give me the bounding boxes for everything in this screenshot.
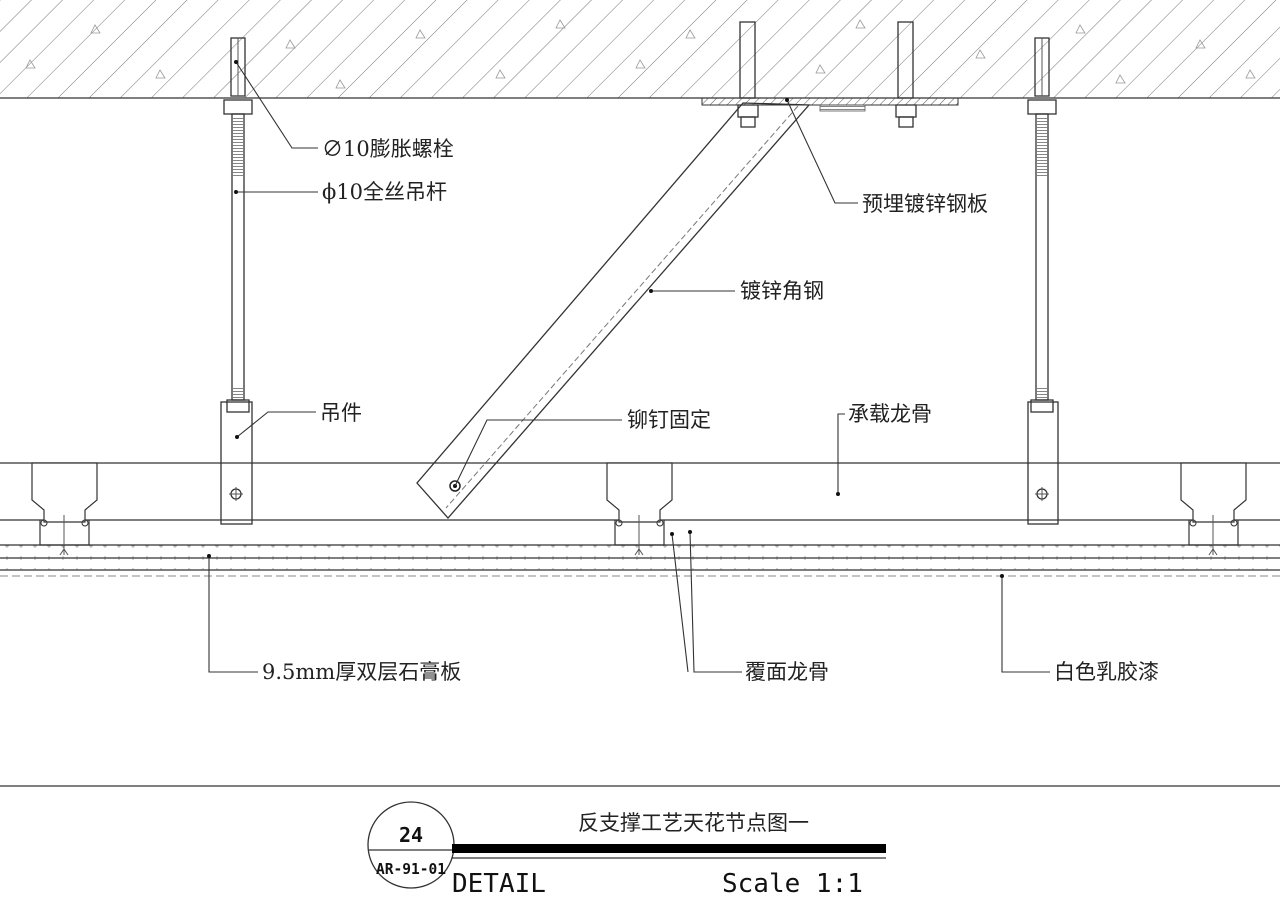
leader-dots [207,60,1004,578]
label-cover-channel: 覆面龙骨 [745,660,829,684]
label-expansion-bolt: ∅10膨胀螺栓 [322,137,454,161]
label-rivet: 铆钉固定 [627,408,711,432]
drawing-title: 反支撑工艺天花节点图一 [578,811,809,835]
label-gypsum-board: 9.5mm厚双层石膏板 [262,660,461,684]
gypsum-board-layers [0,544,1280,577]
concrete-slab [0,0,1280,99]
embedded-plate [701,21,959,128]
hanger-right [1027,37,1059,525]
scale-label: Scale 1:1 [722,869,863,898]
label-angle-steel: 镀锌角钢 [740,279,824,303]
sheet-ref: AR-91-01 [376,860,446,878]
label-main-channel: 承载龙骨 [848,402,932,426]
leaders [208,61,1050,673]
detail-number: 24 [399,823,423,847]
cover-channels [31,462,1247,556]
label-threaded-rod: ϕ10全丝吊杆 [322,180,447,204]
hanger-left [220,37,253,525]
detail-label: DETAIL [452,869,546,898]
title-block: 24 AR-91-01 反支撑工艺天花节点图一 DETAIL Scale 1:1 [0,785,1280,898]
label-latex-paint: 白色乳胶漆 [1054,660,1159,684]
label-hanger: 吊件 [320,401,362,425]
labels: ∅10膨胀螺栓 ϕ10全丝吊杆 预埋镀锌钢板 镀锌角钢 吊件 铆钉固定 承载龙骨… [262,137,1159,684]
label-embedded-plate: 预埋镀锌钢板 [862,192,988,216]
angle-steel-brace [416,102,811,519]
